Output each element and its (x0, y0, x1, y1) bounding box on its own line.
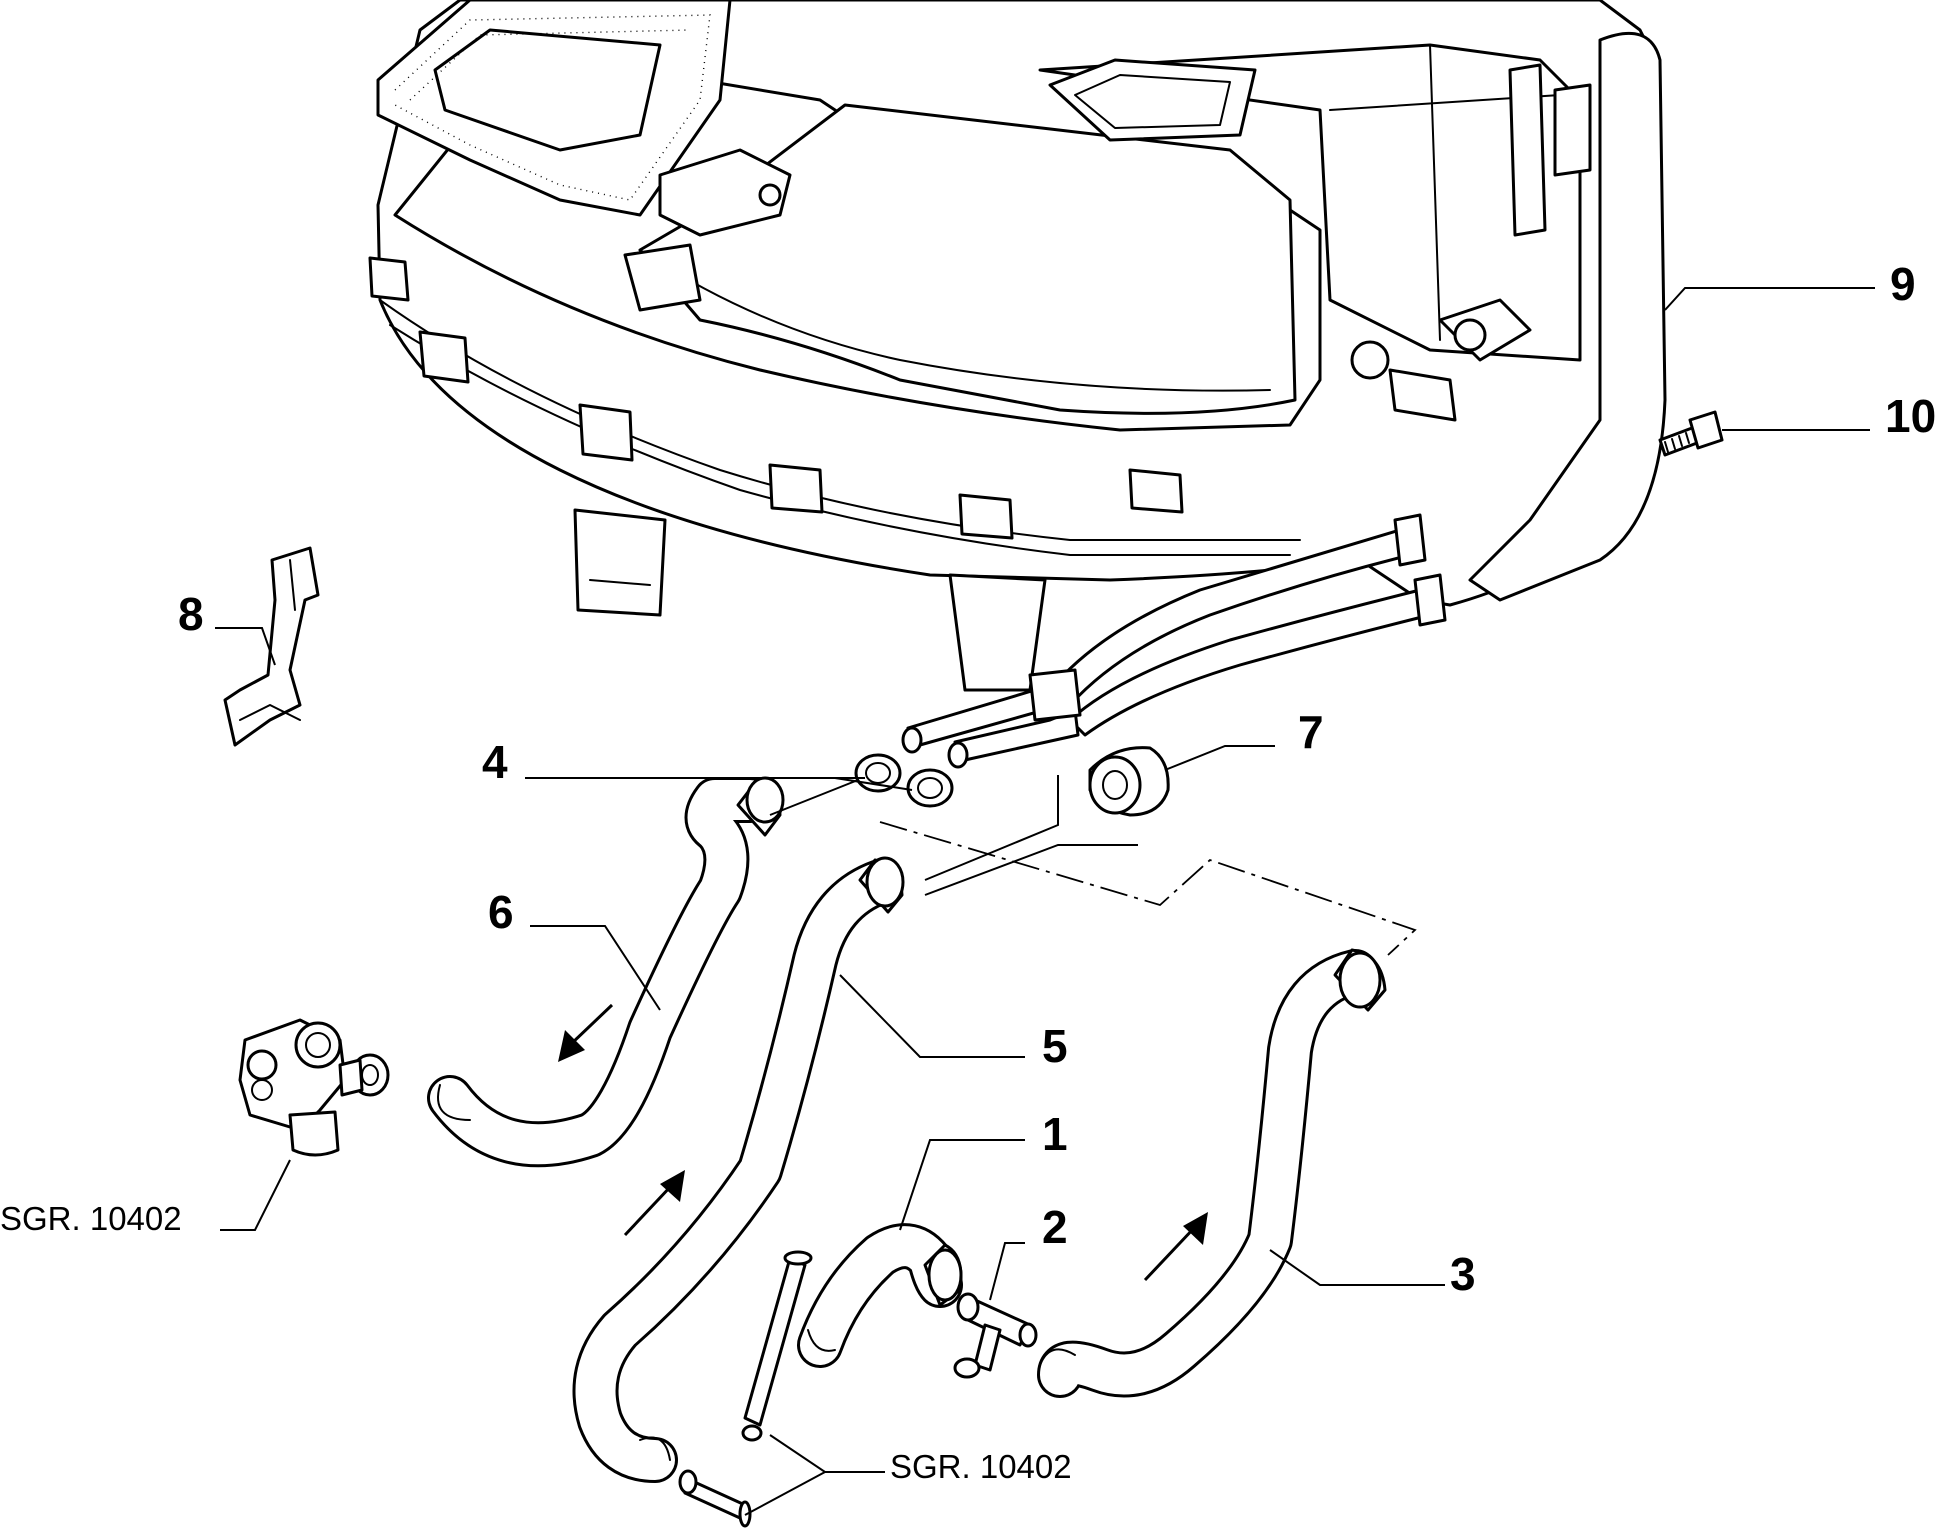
callout-3: 3 (1450, 1248, 1476, 1300)
callout-8: 8 (178, 588, 204, 640)
hose-clamps-part-4 (854, 753, 954, 808)
bolts (678, 1250, 813, 1528)
flow-arrow-hose-3 (1143, 1212, 1208, 1282)
bracket-part-8 (223, 546, 320, 747)
hose-part-3 (1037, 948, 1387, 1398)
callout-10: 10 (1885, 390, 1936, 442)
hose-part-6 (427, 776, 785, 1168)
water-valve-connector (238, 1018, 390, 1157)
callout-6: 6 (488, 886, 514, 938)
reference-label-bottom: SGR. 10402 (890, 1448, 1072, 1485)
callout-2: 2 (1042, 1201, 1068, 1253)
alignment-line (879, 821, 1417, 956)
callout-4: 4 (482, 736, 508, 788)
callout-7: 7 (1298, 706, 1324, 758)
tee-connector-part-2 (953, 1292, 1038, 1379)
reference-label-left: SGR. 10402 (0, 1200, 182, 1237)
flow-arrow-hose-6 (558, 1003, 614, 1062)
hose-part-1 (797, 1223, 963, 1368)
screw-part-10 (1658, 410, 1724, 457)
callout-9: 9 (1890, 258, 1916, 310)
hose-part-5 (572, 856, 905, 1483)
flow-arrow-hose-5 (623, 1170, 685, 1237)
heater-housing (368, 0, 1667, 769)
leader-lines (215, 287, 1875, 1516)
grommet-part-7 (1088, 746, 1170, 817)
callout-5: 5 (1042, 1020, 1068, 1072)
callout-1: 1 (1042, 1108, 1068, 1160)
